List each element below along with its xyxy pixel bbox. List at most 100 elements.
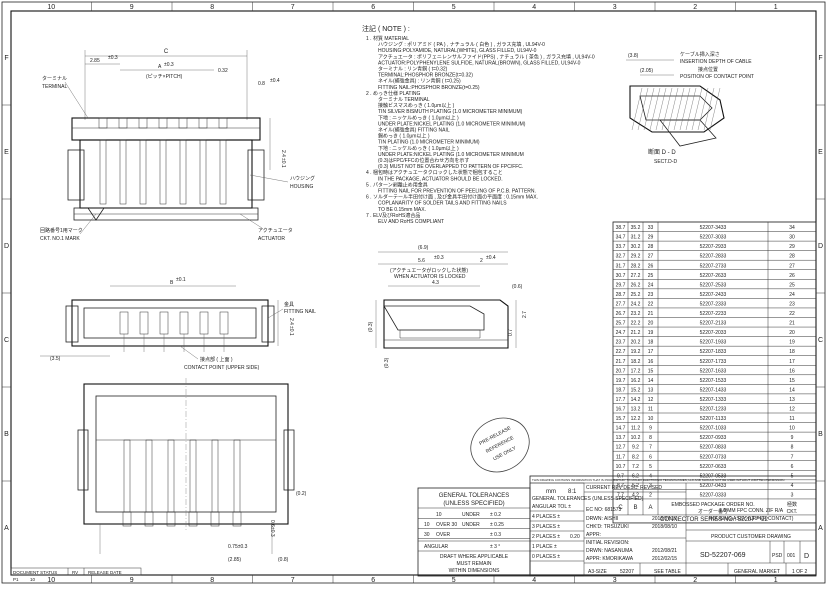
- table-cell: 28.2: [631, 263, 641, 269]
- grid-row-label: A: [4, 525, 9, 532]
- table-cell: 14: [789, 387, 795, 393]
- doc-number: SD-52207-069: [700, 552, 746, 559]
- dim-0-6b: 0.6±0.3: [269, 520, 275, 537]
- table-cell: 34.7: [616, 235, 626, 241]
- grid-column-label: 10: [47, 4, 55, 11]
- grid-column-label: 7: [291, 4, 295, 11]
- tolerance-block: GENERAL TOLERANCES (UNLESS SPECIFIED) 10…: [417, 487, 531, 577]
- grid-column-label: 9: [130, 577, 134, 584]
- table-cell: 14.2: [631, 397, 641, 403]
- table-cell: 27: [789, 263, 795, 269]
- table-cell: 52207-0333: [700, 492, 727, 498]
- grid-column-label: 2: [693, 4, 697, 11]
- table-cell: 13: [648, 387, 654, 393]
- note-line: 下地 : ニッケルめっき ( 1.0μm以上 ): [378, 145, 459, 152]
- tol-mid: OVER 30: [436, 522, 457, 528]
- dim-3-8: (3.8): [628, 53, 639, 59]
- grid-column-label: 4: [532, 577, 536, 584]
- table-cell: 52207-1933: [700, 340, 727, 346]
- table-cell: 8.2: [632, 454, 639, 460]
- table-cell: 38.7: [616, 225, 626, 231]
- dim-2-85-tol: ±0.3: [108, 55, 118, 61]
- table-cell: 23.2: [631, 311, 641, 317]
- note-line: アクチュエータ : ポリフェニレンサルファイド(PPS) , ナチュラル ( 茶…: [378, 53, 595, 60]
- notes-title: 注記 ( NOTE ) :: [362, 24, 410, 33]
- customer-drawing: PRODUCT CUSTOMER DRAWING: [711, 534, 791, 540]
- drwn2-date: 2012/08/21: [652, 548, 677, 554]
- table-cell: 17.2: [631, 368, 641, 374]
- note-line: ハウジング : ポリアミド ( PA ) , ナチュラル ( 白色 ) , ガラ…: [378, 41, 545, 48]
- drwn-date: 2018/07/17: [652, 516, 677, 522]
- table-cell: 16: [789, 368, 795, 374]
- table-cell: 52207-1133: [700, 416, 727, 422]
- dim-b: B: [170, 280, 174, 286]
- dim-2-4-tol: ±0.1: [280, 158, 286, 168]
- dim-0-75: 0.75±0.3: [228, 544, 248, 550]
- table-cell: 33.7: [616, 244, 626, 250]
- table-cell: 52207-1633: [700, 368, 727, 374]
- table-cell: 4: [791, 483, 794, 489]
- section-d-d: (3.8) (2.05) ケーブル挿入深さ INSERTION DEPTH OF…: [626, 51, 754, 165]
- chkd-date: 2018/08/10: [652, 524, 677, 530]
- table-cell: 9.2: [632, 445, 639, 451]
- table-header-c: C: [618, 505, 623, 511]
- table-cell: 52207-1433: [700, 387, 727, 393]
- table-cell: 52207-0733: [700, 454, 727, 460]
- table-cell: 15: [648, 368, 654, 374]
- table-cell: 52207-2733: [700, 263, 727, 269]
- grid-row-label: D: [4, 243, 9, 250]
- connector-series: CONNECTOR SERIES NO.: 52207-**22: [660, 517, 769, 523]
- note-line: HOUSING:POLYAMIDE, NATURAL(WHITE), GLASS…: [378, 48, 537, 54]
- release-date: RELEASE DATE: [88, 570, 122, 575]
- tol-title2: (UNLESS SPECIFIED): [443, 501, 504, 507]
- table-cell: 18: [789, 349, 795, 355]
- table-cell: 10.7: [616, 464, 626, 470]
- general-market: GENERAL MARKET: [734, 569, 780, 575]
- table-cell: 30.2: [631, 244, 641, 250]
- table-cell: 52207-2633: [700, 273, 727, 279]
- tol-from: 30: [424, 532, 430, 538]
- dim-0-2: (0.2): [296, 491, 307, 497]
- grid-column-label: 6: [371, 577, 375, 584]
- tol-mid: 10: [436, 512, 442, 518]
- tol-to: UNDER: [462, 522, 480, 528]
- dim-2-tol: ±0.4: [486, 255, 496, 261]
- dim-5-6: 5.6: [418, 258, 425, 264]
- dim-5-6-tol: ±0.3: [434, 255, 444, 261]
- table-cell: 52207-1333: [700, 397, 727, 403]
- doc-type: PSD: [772, 553, 783, 559]
- dim-2-4: 2.4: [280, 150, 286, 157]
- table-cell: 19.2: [631, 349, 641, 355]
- table-cell: 2: [649, 492, 652, 498]
- table-cell: 22: [648, 301, 654, 307]
- table-cell: 21: [648, 311, 654, 317]
- table-cell: 25: [648, 273, 654, 279]
- table-cell: 16.2: [631, 378, 641, 384]
- dim-c: C: [164, 49, 169, 55]
- doc-part: 001: [787, 553, 796, 559]
- table-cell: 11.2: [631, 426, 641, 432]
- table-cell: 25.2: [631, 292, 641, 298]
- table-cell: 7: [649, 445, 652, 451]
- table-cell: 20.2: [631, 340, 641, 346]
- tol-mid: OVER: [436, 532, 451, 538]
- table-cell: 5: [649, 464, 652, 470]
- note-line: FITTING NAIL:PHOSPHOR BRONZE(t=0.25): [378, 85, 480, 91]
- table-cell: 16.7: [616, 407, 626, 413]
- dim-3-5: (3.5): [50, 356, 61, 362]
- table-cell: 52207-2533: [700, 282, 727, 288]
- dim-0-8b: (0.8): [278, 557, 289, 563]
- dim-2-4b: 2.4: [288, 318, 294, 325]
- table-cell: 16: [648, 359, 654, 365]
- table-cell: 23: [648, 292, 654, 298]
- grid-column-label: 6: [371, 4, 375, 11]
- note-line: 1 . 材質 MATERIAL: [366, 35, 409, 42]
- grid-column-label: 8: [210, 4, 214, 11]
- note-line: UNDER PLATE:NICKEL PLATING (1.0 MICROMET…: [378, 121, 526, 127]
- places-row: 4 PLACES ±: [532, 514, 560, 520]
